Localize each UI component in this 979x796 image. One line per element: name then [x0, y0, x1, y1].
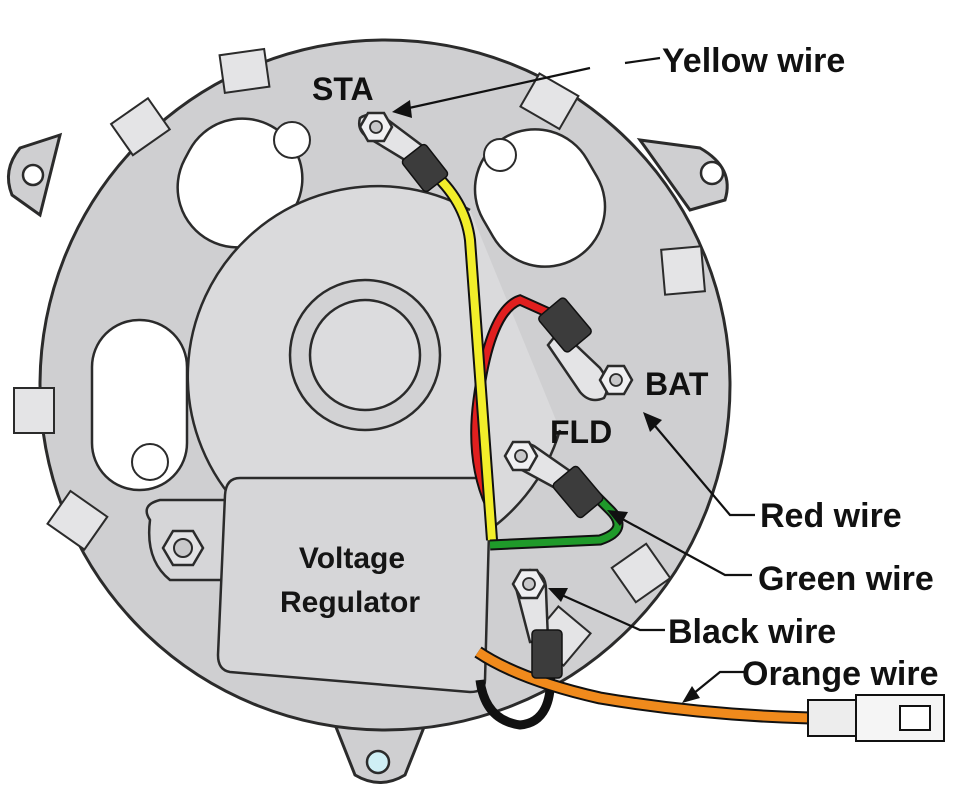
sta-terminal [358, 111, 449, 193]
regulator-label-line1: Voltage [299, 542, 405, 575]
ground-terminal [511, 568, 563, 679]
bat-terminal [538, 297, 634, 402]
vent-slots [90, 117, 607, 492]
red-wire-leader [649, 419, 755, 517]
regulator-label-line2: Regulator [280, 586, 420, 619]
rotor-boss [186, 184, 562, 568]
black-wire [475, 664, 556, 730]
voltage-regulator: Voltage Regulator [216, 476, 492, 694]
orange-wire-callout: Orange wire [742, 655, 939, 693]
bat-label: BAT [645, 366, 709, 402]
orange-wire-leader [687, 670, 745, 699]
red-wire-callout: Red wire [760, 497, 902, 535]
fld-label: FLD [550, 414, 612, 450]
yellow-wire-leader [399, 66, 591, 112]
sta-label: STA [312, 71, 374, 107]
orange-wire-plug [807, 694, 945, 742]
black-wire-leader [554, 590, 665, 632]
green-wire-callout: Green wire [758, 560, 934, 598]
green-wire-leader [614, 514, 752, 577]
yellow-wire-callout: Yellow wire [662, 42, 845, 80]
black-wire-callout: Black wire [668, 613, 836, 651]
fld-terminal [503, 440, 604, 519]
regulator-mount [145, 498, 242, 582]
callout-leaders [392, 56, 755, 703]
